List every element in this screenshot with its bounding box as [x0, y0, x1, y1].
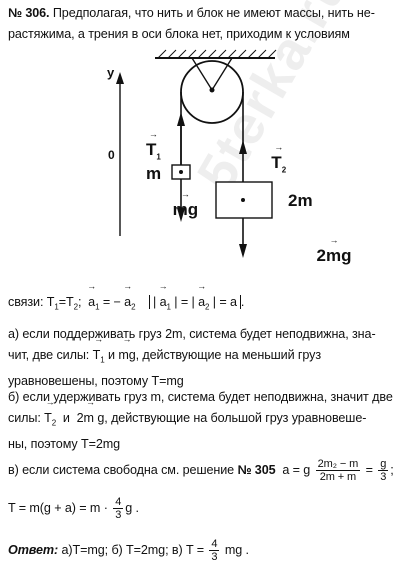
- 2mg-arrow-head: [239, 244, 247, 258]
- header-line1: Предполагая, что нить и блок не имеют ма…: [52, 6, 375, 20]
- part-a: а) если поддерживать груз 2m, система бу…: [8, 324, 404, 392]
- header-line2: растяжима, а трения в оси блока нет, при…: [8, 27, 350, 41]
- vector-a1: a: [88, 292, 95, 313]
- pulley-diagram: [116, 49, 277, 258]
- 2mg-label: 2mg: [317, 246, 352, 266]
- vector-a2: a: [124, 292, 131, 313]
- pulley-axle: [209, 87, 215, 93]
- problem-header: № 306. Предполагая, что нить и блок не и…: [8, 3, 404, 45]
- large-mass-label: 2m: [288, 191, 313, 210]
- part-c: в) если система свободна см. решение № 3…: [8, 458, 394, 483]
- t1-arrow-head: [177, 112, 185, 126]
- small-mass-label: m: [146, 164, 162, 183]
- t2-label: T2: [271, 153, 286, 174]
- mg-label: mg: [173, 200, 199, 220]
- t2-arrow-head: [239, 140, 247, 154]
- t1-label: T1: [146, 140, 161, 161]
- relations-line: связи: T1=T2; a1 = − a2 | a1 | = | a2 | …: [8, 292, 404, 318]
- support-left: [191, 57, 213, 91]
- axis-y-label: y: [107, 65, 115, 80]
- part-b: б) если удерживать груз m, система будет…: [8, 387, 404, 455]
- problem-number: № 306.: [8, 6, 50, 20]
- origin-label: 0: [108, 148, 115, 162]
- support-right: [211, 57, 233, 91]
- y-axis-arrow: [116, 72, 124, 84]
- ceiling-hatch: [157, 49, 277, 59]
- magnitude-relation: | a1 | = | a2 | = a: [149, 295, 241, 312]
